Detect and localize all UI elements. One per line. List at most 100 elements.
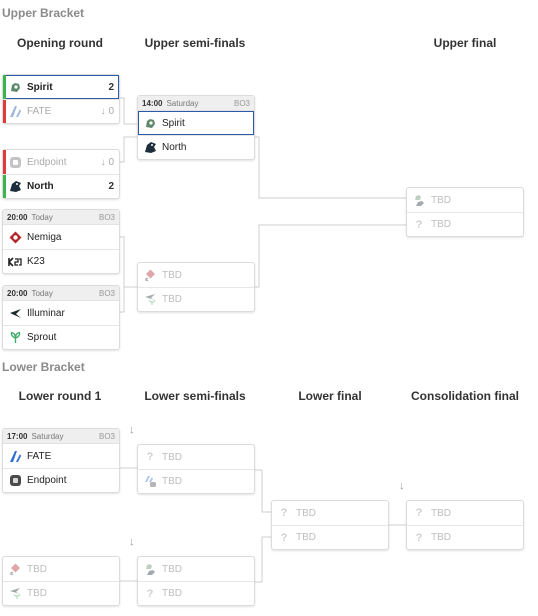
team-name: TBD xyxy=(162,269,182,281)
north-logo-icon xyxy=(8,180,22,194)
match-header: 20:00 Today BO3 xyxy=(3,286,119,301)
round-title-upper-final: Upper final xyxy=(433,36,497,50)
sprout-logo-icon xyxy=(8,331,22,345)
round-title-lower-final: Lower final xyxy=(298,389,362,403)
lower-bracket-title: Lower Bracket xyxy=(2,360,85,374)
team-row[interactable]: Nemiga xyxy=(3,225,119,249)
unknown-team-icon: ? xyxy=(146,451,154,463)
team-name: TBD xyxy=(162,476,182,487)
illuminar-sprout-placeholder-icon xyxy=(8,587,22,601)
team-row[interactable]: FATE ↓ 0 xyxy=(3,99,119,123)
team-row[interactable]: North xyxy=(138,135,254,159)
team-row[interactable]: Sprout xyxy=(3,325,119,349)
round-title-lower-round-1: Lower round 1 xyxy=(18,389,102,403)
team-score: 2 xyxy=(108,181,114,192)
team-name: K23 xyxy=(27,256,45,267)
team-row[interactable]: ? TBD xyxy=(272,501,388,525)
team-row[interactable]: TBD xyxy=(138,263,254,287)
team-row[interactable]: Spirit 2 xyxy=(3,75,119,99)
team-row[interactable]: ? TBD xyxy=(272,525,388,549)
team-name: TBD xyxy=(162,451,182,463)
team-row[interactable]: ? TBD xyxy=(407,501,523,525)
match-lower-round-1-2[interactable]: TBD TBD xyxy=(2,556,120,606)
match-opening-2[interactable]: Endpoint ↓ 0 North 2 xyxy=(2,149,120,199)
winner-bar xyxy=(3,75,6,99)
team-name: TBD xyxy=(431,219,451,230)
team-row[interactable]: North 2 xyxy=(3,174,119,198)
team-row[interactable]: TBD xyxy=(3,557,119,581)
team-row[interactable]: K23 xyxy=(3,249,119,273)
team-row[interactable]: ? TBD xyxy=(407,525,523,549)
match-header: 17:00 Saturday BO3 xyxy=(3,429,119,444)
match-upper-semi-1[interactable]: 14:00 Saturday BO3 Spirit North xyxy=(137,95,255,160)
team-name: TBD xyxy=(162,294,182,305)
match-lower-final[interactable]: ? TBD ? TBD xyxy=(271,500,389,550)
team-row[interactable]: TBD xyxy=(407,188,523,212)
match-header: 14:00 Saturday BO3 xyxy=(138,96,254,111)
team-name: Endpoint xyxy=(27,475,67,486)
unknown-team-icon: ? xyxy=(146,587,154,600)
team-name: FATE xyxy=(27,106,52,117)
team-name: North xyxy=(162,142,187,153)
endpoint-logo-icon xyxy=(8,155,22,169)
match-opening-3[interactable]: 20:00 Today BO3 Nemiga K23 xyxy=(2,209,120,274)
match-upper-final[interactable]: TBD ? TBD xyxy=(406,187,524,237)
unknown-team-icon: ? xyxy=(280,531,288,544)
team-row[interactable]: FATE xyxy=(3,444,119,468)
drop-arrow-icon: ↓ xyxy=(100,156,106,168)
team-row[interactable]: ? TBD xyxy=(138,445,254,469)
team-row[interactable]: TBD xyxy=(138,287,254,311)
team-row[interactable]: Endpoint ↓ 0 xyxy=(3,150,119,174)
match-format: BO3 xyxy=(98,431,115,441)
match-upper-semi-2[interactable]: TBD TBD xyxy=(137,262,255,312)
team-row[interactable]: TBD xyxy=(138,469,254,493)
team-name: Endpoint xyxy=(27,156,67,168)
unknown-team-icon: ? xyxy=(415,507,423,519)
team-row[interactable]: ? TBD xyxy=(138,581,254,605)
team-name: TBD xyxy=(431,532,451,543)
spirit-logo-icon xyxy=(8,80,22,94)
team-name: Nemiga xyxy=(27,231,62,243)
illuminar-logo-icon xyxy=(8,306,22,320)
unknown-team-icon: ? xyxy=(415,218,423,231)
round-title-lower-semis: Lower semi-finals xyxy=(144,389,246,403)
drop-arrow-icon: ↓ xyxy=(399,480,405,492)
team-name: TBD xyxy=(431,194,451,206)
drop-arrow-icon: ↓ xyxy=(100,106,106,117)
team-name: TBD xyxy=(27,563,47,575)
spirit-north-placeholder-icon xyxy=(143,562,157,576)
match-format: BO3 xyxy=(98,212,115,222)
loser-bar xyxy=(3,100,6,123)
match-lower-semi-1[interactable]: ? TBD TBD xyxy=(137,444,255,494)
team-row[interactable]: TBD xyxy=(3,581,119,605)
illuminar-sprout-placeholder-icon xyxy=(143,293,157,307)
team-name: TBD xyxy=(162,563,182,575)
match-lower-semi-2[interactable]: TBD ? TBD xyxy=(137,556,255,606)
north-logo-icon xyxy=(143,141,157,155)
unknown-team-icon: ? xyxy=(415,531,423,544)
team-row[interactable]: Endpoint xyxy=(3,468,119,492)
team-row[interactable]: TBD xyxy=(138,557,254,581)
match-time: 20:00 xyxy=(7,288,28,298)
fate-logo-icon xyxy=(8,449,22,463)
match-time: 20:00 xyxy=(7,212,28,222)
match-opening-4[interactable]: 20:00 Today BO3 Illuminar Sprout xyxy=(2,285,120,350)
match-day: Today xyxy=(31,288,53,298)
match-lower-round-1-1[interactable]: 17:00 Saturday BO3 FATE Endpoint xyxy=(2,428,120,493)
team-row[interactable]: Spirit xyxy=(138,111,254,135)
match-opening-1[interactable]: Spirit 2 FATE ↓ 0 xyxy=(2,74,120,124)
team-score: ↓ 0 xyxy=(100,106,114,117)
match-day: Saturday xyxy=(31,431,64,441)
team-row[interactable]: ? TBD xyxy=(407,212,523,236)
loser-bar xyxy=(3,150,6,174)
match-consolidation-final[interactable]: ? TBD ? TBD xyxy=(406,500,524,550)
team-name: TBD xyxy=(27,588,47,599)
team-name: Spirit xyxy=(27,81,53,93)
endpoint-logo-icon xyxy=(8,474,22,488)
team-score: ↓ 0 xyxy=(100,156,114,168)
match-format: BO3 xyxy=(233,98,250,108)
fate-endpoint-placeholder-icon xyxy=(143,475,157,489)
team-row[interactable]: Illuminar xyxy=(3,301,119,325)
match-day: Saturday xyxy=(166,98,199,108)
